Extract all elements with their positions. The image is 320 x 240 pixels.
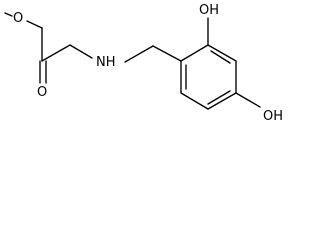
carbonyl-to-methylene-bond (41, 44, 71, 62)
hydroxyl-bottom-bond (235, 92, 261, 108)
amine-to-benzyl-bond (124, 45, 154, 63)
aromatic-inner-bond-2 (207, 90, 231, 105)
aromatic-inner-bond-1 (210, 50, 231, 64)
methylene-to-amine-bond (69, 44, 93, 59)
ring-bond-c5-c6 (180, 92, 209, 110)
benzyl-to-ring-bond (152, 45, 182, 62)
ester-oxygen-label: O (13, 11, 23, 26)
amine-label: NH (96, 55, 116, 70)
methyl-bond (4, 12, 13, 17)
ring-bond-c1-c2 (180, 44, 209, 62)
chemical-structure: O O NH OH OH (4, 3, 283, 124)
ring-bond-c4-c5 (207, 92, 237, 110)
ester-oxygen-bond (26, 20, 43, 29)
hydroxyl-top-label: OH (199, 3, 219, 18)
hydroxyl-bottom-label: OH (263, 109, 283, 124)
carbonyl-oxygen-label: O (37, 85, 47, 100)
ring-bond-c2-c3 (207, 44, 237, 62)
